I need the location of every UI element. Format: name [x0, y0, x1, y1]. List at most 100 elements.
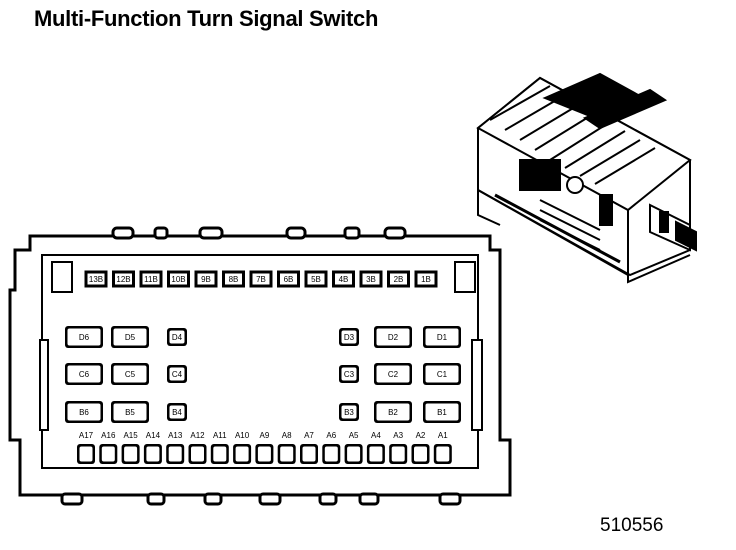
pin-label: D3 [344, 333, 355, 342]
pin-A9 [255, 444, 274, 464]
pin-A8 [277, 444, 296, 464]
pin-B4: B4 [167, 403, 187, 421]
pin-A3 [389, 444, 408, 464]
pin-label: C3 [344, 370, 355, 379]
pin-D3: D3 [339, 328, 359, 346]
pin-label-A17: A17 [79, 431, 94, 440]
pin-D4: D4 [167, 328, 187, 346]
pin-10B: 10B [167, 270, 190, 288]
pin-label-A3: A3 [393, 431, 403, 440]
pin-A14 [143, 444, 162, 464]
pin-label: D4 [172, 333, 183, 342]
pin-label-A4: A4 [371, 431, 381, 440]
pin-C1: C1 [423, 363, 461, 385]
pin-label: 1B [421, 275, 431, 284]
pin-label: C6 [79, 370, 90, 379]
pin-label-A11: A11 [213, 431, 227, 440]
pin-label-A1: A1 [438, 431, 448, 440]
pin-A5 [344, 444, 363, 464]
pin-label-A8: A8 [282, 431, 292, 440]
pin-label-A13: A13 [168, 431, 183, 440]
pin-A1 [433, 444, 452, 464]
figure-number: 510556 [600, 515, 664, 536]
pin-label: C2 [388, 370, 399, 379]
pin-label-A9: A9 [260, 431, 270, 440]
pin-A17 [77, 444, 95, 464]
pin-D2: D2 [374, 326, 412, 348]
pin-label-A6: A6 [326, 431, 336, 440]
pin-label: 8B [229, 275, 239, 284]
outline-tabs [60, 226, 462, 506]
connector-3d-view [476, 72, 697, 284]
pin-label: C5 [125, 370, 136, 379]
pin-3B: 3B [359, 270, 383, 288]
pin-C4: C4 [167, 365, 187, 383]
pin-A2 [411, 444, 430, 464]
pin-4B: 4B [332, 270, 355, 288]
pin-5B: 5B [304, 270, 328, 288]
pin-label: C1 [437, 370, 448, 379]
pin-8B: 8B [222, 270, 245, 288]
pin-B6: B6 [65, 401, 103, 423]
pin-12B: 12B [112, 270, 135, 288]
pin-A13 [166, 444, 185, 464]
pin-D5: D5 [111, 326, 149, 348]
pin-A7 [300, 444, 318, 464]
pin-label-A7: A7 [304, 431, 314, 440]
pin-6B: 6B [277, 270, 300, 288]
inner-slots [39, 261, 483, 431]
pin-A10 [233, 444, 252, 464]
pin-label: D1 [437, 333, 448, 342]
pin-label: 10B [171, 275, 185, 284]
pin-label-A12: A12 [190, 431, 205, 440]
pin-B1: B1 [423, 401, 461, 423]
pin-C2: C2 [374, 363, 412, 385]
pin-C3: C3 [339, 365, 359, 383]
pin-2B: 2B [387, 270, 410, 288]
pin-C5: C5 [111, 363, 149, 385]
pin-row-a: A17 A16 A15 A14 A13 A12 A11 A10 A9 A8 A7 A6 A5 A4 A3 A2… [77, 431, 452, 464]
pin-B2: B2 [374, 401, 412, 423]
pin-label: B2 [388, 408, 398, 417]
pin-13B: 13B [84, 270, 108, 288]
pin-label: 12B [116, 275, 130, 284]
diagram-title: Multi-Function Turn Signal Switch [34, 6, 379, 31]
pin-label: D6 [79, 333, 90, 342]
pin-A6 [322, 444, 341, 464]
pin-label-A14: A14 [146, 431, 161, 440]
pin-A15 [121, 444, 140, 464]
pin-label: 11B [144, 275, 158, 284]
pin-1B: 1B [414, 270, 438, 288]
pin-A16 [99, 444, 118, 464]
pin-label-A16: A16 [101, 431, 116, 440]
pin-label-A10: A10 [235, 431, 250, 440]
pin-11B: 11B [139, 270, 163, 288]
pin-label: 4B [339, 275, 349, 284]
pin-label: C4 [172, 370, 183, 379]
pin-7B: 7B [249, 270, 273, 288]
pin-label-A2: A2 [416, 431, 426, 440]
pin-label: 9B [201, 275, 211, 284]
pin-A4 [366, 444, 385, 464]
pin-label: B1 [437, 408, 447, 417]
pin-label: D2 [388, 333, 399, 342]
pin-A11 [210, 444, 229, 464]
pin-9B: 9B [194, 270, 218, 288]
pin-label: B5 [125, 408, 135, 417]
pin-label: 2B [394, 275, 404, 284]
connector-face-outline [8, 234, 512, 497]
pin-row-b: 13B 12B 11B 10B 9B 8B 7B 6B 5B 4B 3B 2B 1B [84, 270, 438, 288]
pin-label: 3B [366, 275, 376, 284]
pin-B3: B3 [339, 403, 359, 421]
pin-label: 6B [284, 275, 294, 284]
pin-label-A5: A5 [349, 431, 359, 440]
pin-A12 [188, 444, 207, 464]
pin-label-A15: A15 [123, 431, 138, 440]
pin-label: B3 [344, 408, 354, 417]
pin-label: B4 [172, 408, 182, 417]
pin-label: 5B [311, 275, 321, 284]
pin-C6: C6 [65, 363, 103, 385]
pin-D6: D6 [65, 326, 103, 348]
